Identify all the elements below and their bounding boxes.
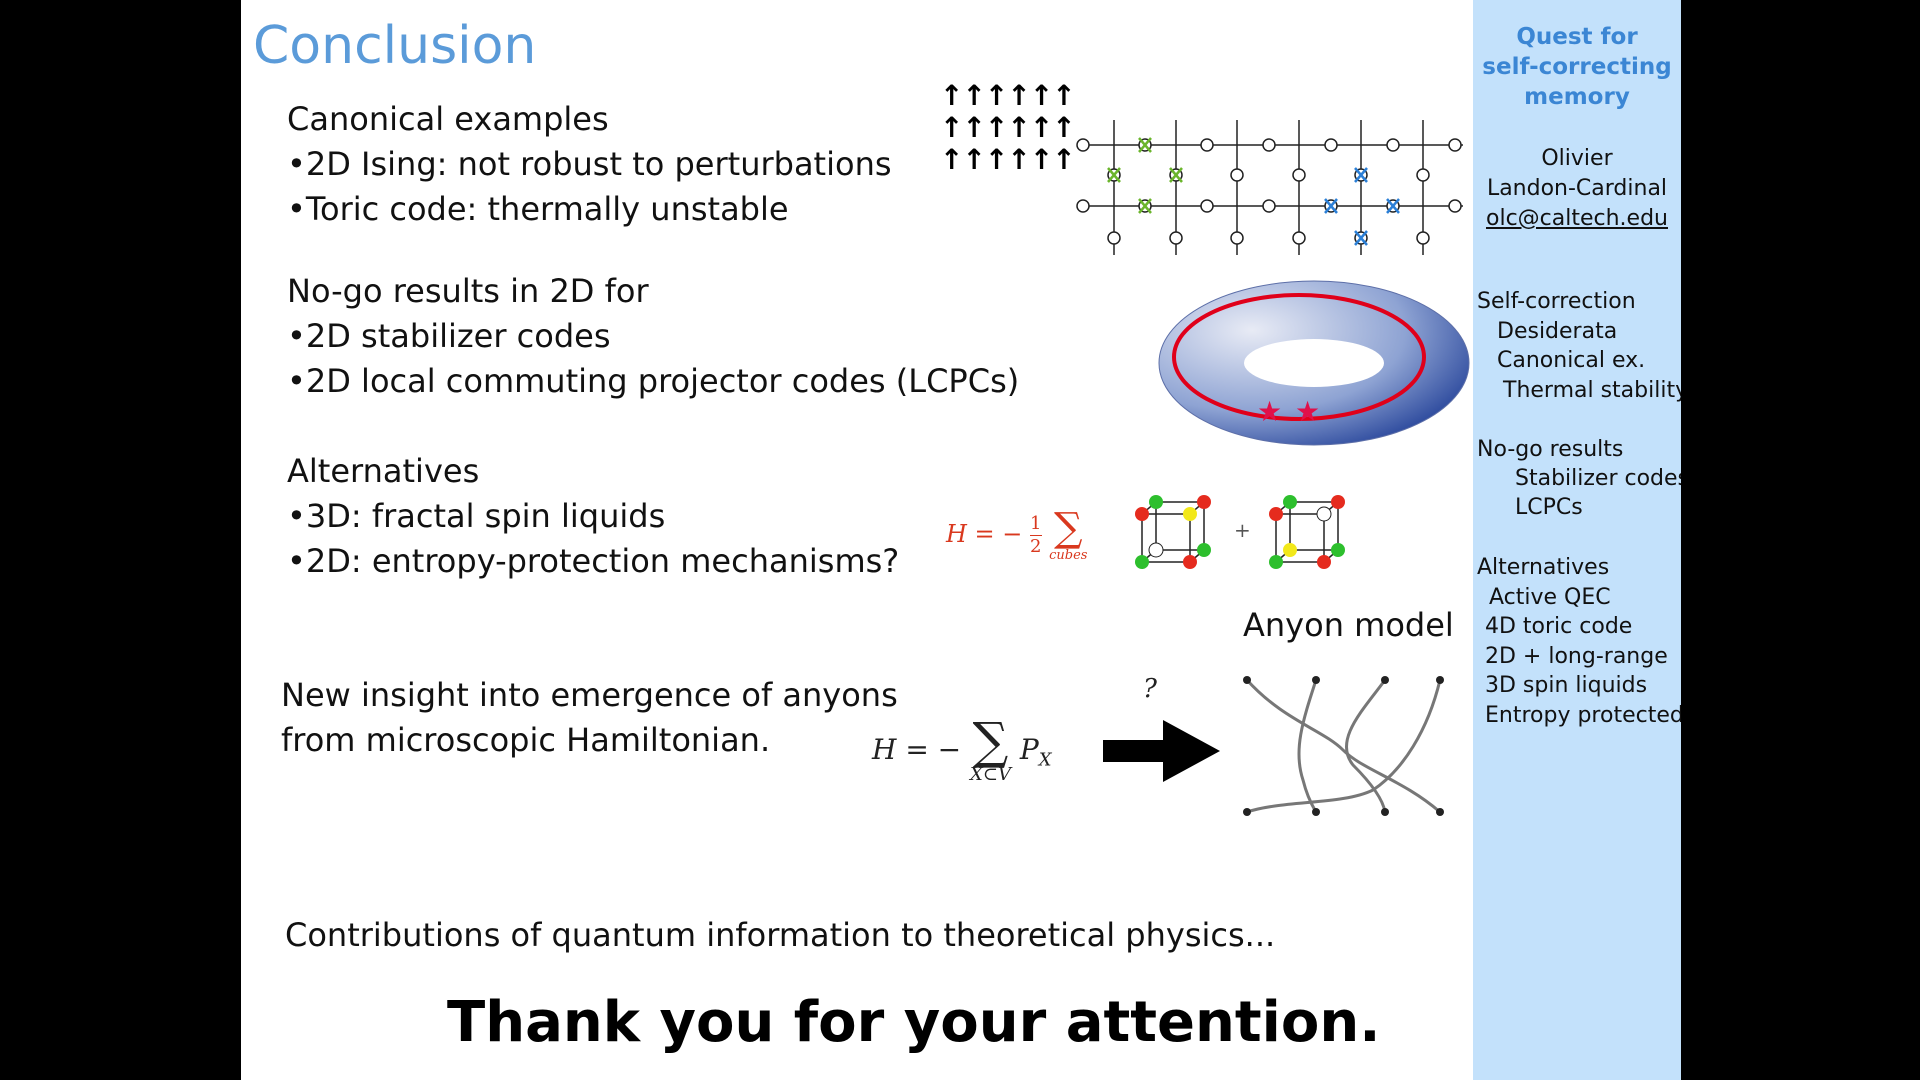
alternatives-bullet-1: 3D: fractal spin liquids bbox=[287, 497, 665, 535]
navigation-sidebar: Quest for self-correcting memory Olivier… bbox=[1473, 0, 1681, 1080]
anyon-eq-sub: X⊂V bbox=[970, 764, 1011, 785]
canonical-bullet-2: Toric code: thermally unstable bbox=[287, 190, 789, 228]
outline-item-entropy-protected[interactable]: Entropy protected bbox=[1485, 703, 1681, 728]
outline-item-alternatives[interactable]: Alternatives bbox=[1477, 555, 1610, 580]
outline-item-active-qec[interactable]: Active QEC bbox=[1489, 585, 1611, 610]
fractal-eq-lhs: H = − bbox=[946, 520, 1023, 548]
outline-item-no-go[interactable]: No-go results bbox=[1477, 437, 1624, 462]
author-first-name: Olivier bbox=[1541, 146, 1613, 171]
contributions-text: Contributions of quantum information to … bbox=[285, 916, 1276, 954]
anyon-question-mark: ? bbox=[1143, 674, 1157, 704]
ising-row: ↑↑↑↑↑↑ bbox=[940, 143, 1076, 176]
ising-row: ↑↑↑↑↑↑ bbox=[940, 111, 1076, 144]
outline-item-4d-toric[interactable]: 4D toric code bbox=[1485, 614, 1633, 639]
ising-spin-arrows: ↑↑↑↑↑↑ ↑↑↑↑↑↑ ↑↑↑↑↑↑ bbox=[940, 79, 1076, 176]
ising-row: ↑↑↑↑↑↑ bbox=[940, 79, 1076, 112]
svg-text:★: ★ bbox=[1257, 395, 1282, 428]
nogo-bullet-1: 2D stabilizer codes bbox=[287, 317, 611, 355]
outline-item-desiderata[interactable]: Desiderata bbox=[1497, 319, 1618, 344]
anyon-braid-figure bbox=[1243, 676, 1444, 816]
anyon-eq-term: P bbox=[1019, 733, 1039, 766]
svg-text:★: ★ bbox=[1295, 395, 1320, 428]
fractal-cube-2 bbox=[1269, 495, 1345, 569]
canonical-bullet-1: 2D Ising: not robust to perturbations bbox=[287, 145, 892, 183]
outline-item-2d-long-range[interactable]: 2D + long-range bbox=[1485, 644, 1668, 669]
nogo-bullet-2: 2D local commuting projector codes (LCPC… bbox=[287, 362, 1019, 400]
fractal-eq-plus: + bbox=[1234, 518, 1251, 542]
fractal-eq-num: 1 bbox=[1030, 513, 1042, 536]
author-email-link[interactable]: olc@caltech.edu bbox=[1486, 206, 1668, 231]
anyon-eq-term-sub: X bbox=[1038, 749, 1052, 771]
anyon-hamiltonian: H = − ∑ X⊂V PX bbox=[872, 712, 1052, 785]
slide: Conclusion Canonical examples 2D Ising: … bbox=[241, 0, 1473, 1080]
fractal-eq-sub: cubes bbox=[1049, 548, 1088, 563]
outline-item-thermal-stability[interactable]: Thermal stability bbox=[1503, 378, 1681, 403]
canonical-heading: Canonical examples bbox=[287, 100, 609, 138]
outline-item-canonical[interactable]: Canonical ex. bbox=[1497, 348, 1646, 373]
thank-you-text: Thank you for your attention. bbox=[447, 990, 1381, 1055]
sidebar-heading-line: memory bbox=[1524, 84, 1630, 110]
fractal-cube-1 bbox=[1135, 495, 1211, 569]
outline-item-3d-spin-liquids[interactable]: 3D spin liquids bbox=[1485, 673, 1648, 698]
arrow-right-icon bbox=[1103, 720, 1220, 782]
nogo-heading: No-go results in 2D for bbox=[287, 272, 649, 310]
sidebar-heading: Quest for self-correcting memory bbox=[1473, 22, 1681, 112]
anyon-model-label: Anyon model bbox=[1243, 606, 1454, 644]
alternatives-bullet-2: 2D: entropy-protection mechanisms? bbox=[287, 542, 899, 580]
insight-line-1: New insight into emergence of anyons bbox=[281, 676, 898, 714]
anyon-eq-sum: ∑ bbox=[972, 712, 1009, 770]
alternatives-heading: Alternatives bbox=[287, 452, 480, 490]
slide-title: Conclusion bbox=[253, 16, 537, 76]
outline-item-self-correction[interactable]: Self-correction bbox=[1477, 289, 1636, 314]
fractal-eq-den: 2 bbox=[1030, 536, 1042, 557]
fractal-hamiltonian: H = − 1 2 ∑ cubes bbox=[946, 508, 1087, 563]
anyon-eq-lhs: H = − bbox=[872, 733, 962, 766]
insight-line-2: from microscopic Hamiltonian. bbox=[281, 721, 771, 759]
fractal-eq-sum: ∑ bbox=[1054, 505, 1083, 551]
sidebar-author: Olivier Landon-Cardinal olc@caltech.edu bbox=[1473, 144, 1681, 234]
outline-item-stabilizer-codes[interactable]: Stabilizer codes bbox=[1515, 466, 1681, 491]
outline-item-lcpcs[interactable]: LCPCs bbox=[1515, 495, 1583, 520]
sidebar-heading-line: self-correcting bbox=[1482, 54, 1672, 80]
torus-figure: ★ ★ bbox=[1158, 280, 1470, 446]
author-last-name: Landon-Cardinal bbox=[1486, 176, 1668, 201]
toric-code-lattice bbox=[1076, 120, 1463, 255]
sidebar-heading-line: Quest for bbox=[1516, 24, 1638, 50]
